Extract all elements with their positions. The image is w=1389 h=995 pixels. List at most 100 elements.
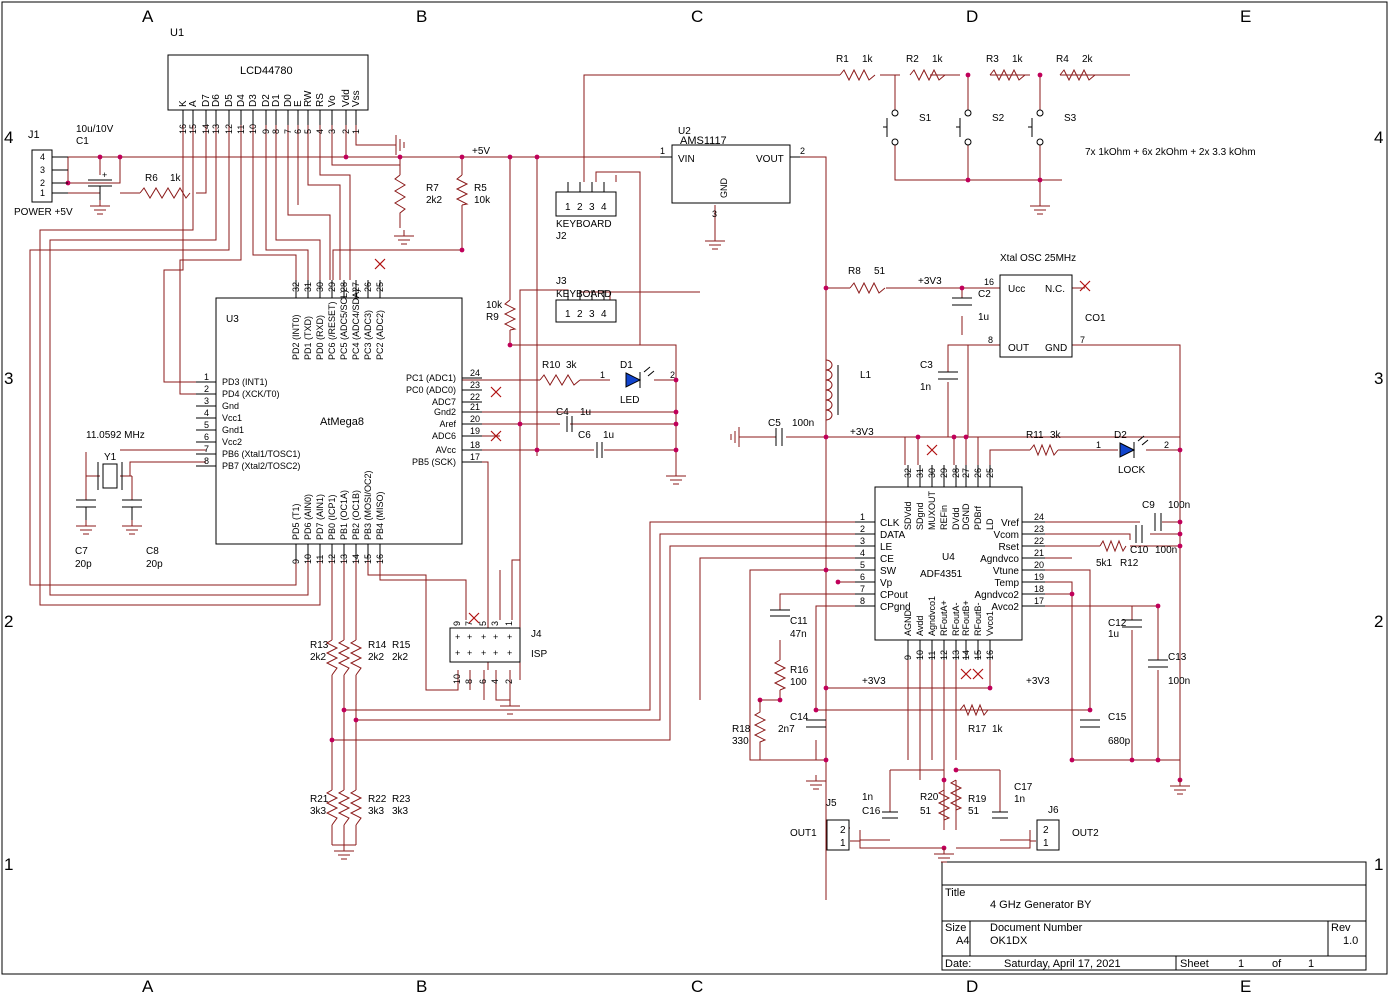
ground-icon: [934, 848, 954, 863]
resistor-r6: R6 1k: [139, 173, 191, 199]
u4-pin-number: 13: [951, 650, 961, 660]
isp-pin-marker: +: [493, 632, 498, 642]
u4-pin-number: 23: [1034, 524, 1044, 534]
junction-dot: [1037, 177, 1043, 183]
u4-pin-label: LD: [985, 518, 995, 530]
u4-name: ADF4351: [920, 569, 963, 580]
junction-dot: [963, 434, 969, 440]
inductor-l1: L1: [825, 359, 872, 421]
u4-pin-number: 1: [860, 512, 865, 522]
j1-pin-number: 4: [40, 152, 45, 162]
u4-pin-number: 29: [939, 468, 949, 478]
u4-pin-label: LE: [880, 542, 893, 553]
column-label-bottom: D: [966, 977, 978, 995]
r17-value: 1k: [992, 724, 1004, 735]
chain-resistor-ref: R3: [986, 54, 999, 65]
lcd-pin-number: 2: [341, 129, 351, 134]
regulator-u2: U2 AMS1117 VIN VOUT GND 1 2 3: [660, 126, 805, 219]
u3-pin-number: 7: [204, 444, 209, 454]
junction-dot: [673, 377, 679, 383]
u3-pin-label: Gnd2: [434, 407, 456, 417]
chain-resistor-value: 1k: [862, 54, 874, 65]
d2-p1: 1: [1096, 440, 1101, 450]
u3-pin-label: PB7 (Xtal2/TOSC2): [222, 461, 300, 471]
u4-pin-label: Vcom: [993, 530, 1019, 541]
u4-pin-number: 22: [1034, 536, 1044, 546]
divider-resistor-bottom: [337, 789, 351, 826]
u3-pin-number: 6: [204, 432, 209, 442]
ground-icon: [705, 235, 725, 250]
column-label-top: B: [416, 7, 427, 26]
u4-pin-label: CLK: [880, 518, 900, 529]
no-connect-mark: [490, 386, 502, 398]
u4-pin-label: MUXOUT: [927, 491, 937, 530]
u3-pin-label: PC0 (ADC0): [406, 385, 456, 395]
j4-pin-number: 8: [464, 679, 474, 684]
u4-pin-label: Agndvco: [980, 554, 1019, 565]
r14-ref: R14: [368, 640, 387, 651]
osc-ref: CO1: [1085, 313, 1106, 324]
loop-filter: C11 47n R16 100 R18 330 C14 2n7 R17 1k C…: [732, 609, 1190, 760]
u4-pin-number: 14: [961, 650, 971, 660]
of-label: of: [1272, 958, 1282, 970]
u3-pin-number: 15: [363, 554, 373, 564]
u3-pin-number: 20: [470, 414, 480, 424]
title-label: Title: [945, 887, 965, 899]
u3-pin-label: PD1 (TXD): [303, 316, 313, 360]
chain-resistor-value: 1k: [1012, 54, 1024, 65]
u4-pin-number: 28: [951, 468, 961, 478]
lcd-pin-label: Vo: [327, 95, 338, 107]
j4-pin-number: 3: [490, 621, 500, 626]
u3-pin-label: Vcc1: [222, 413, 242, 423]
ground-icon: [806, 775, 826, 790]
isp-pin-marker: +: [481, 648, 486, 658]
lcd-pin-label: RW: [303, 90, 314, 107]
j5-pin1: 1: [840, 838, 846, 849]
lcd-pin-label: K: [178, 100, 189, 107]
j1-pin-number: 2: [40, 178, 45, 188]
r15-value: 2k2: [392, 652, 409, 663]
j4-pin-number: 7: [464, 621, 474, 626]
c13-value: 100n: [1168, 676, 1190, 687]
u3-pin-number: 29: [327, 282, 337, 292]
u4-pin-label: Vtune: [993, 566, 1020, 577]
lcd-pin-number: 13: [211, 124, 221, 134]
c11-value: 47n: [790, 629, 807, 640]
c7-ref: C7: [75, 546, 88, 557]
r5-ref: R5: [474, 183, 487, 194]
isp-pin-marker: +: [507, 632, 512, 642]
ground-icon: [1170, 780, 1190, 795]
r19-ref: R19: [968, 794, 987, 805]
r10-value: 3k: [566, 360, 578, 371]
l1-ref: L1: [860, 370, 872, 381]
xtal-freq: 11.0592 MHz: [86, 430, 145, 441]
r9-ref: R9: [486, 312, 499, 323]
resistor-r5: R5 10k: [455, 174, 491, 206]
u3-pin-label: Aref: [439, 419, 456, 429]
c8-value: 20p: [146, 559, 163, 570]
u4-pin-number: 8: [860, 596, 865, 606]
u3-ref: U3: [226, 314, 239, 325]
r11-value: 3k: [1050, 430, 1062, 441]
c10-value: 100n: [1155, 545, 1177, 556]
u4-pin-label: DATA: [880, 530, 906, 541]
junction-dot: [1155, 603, 1161, 609]
title-value: 4 GHz Generator BY: [990, 899, 1092, 911]
row-label-left: 1: [4, 855, 13, 874]
junction-dot: [823, 567, 829, 573]
c6-value: 1u: [603, 430, 614, 441]
u4-pin-number: 17: [1034, 596, 1044, 606]
c13-ref: C13: [1168, 652, 1187, 663]
junction-dot: [777, 697, 783, 703]
u4-pin-label: Vp: [880, 578, 893, 589]
j4-pin-number: 10: [452, 674, 462, 684]
junction-dot: [823, 285, 829, 291]
r20-ref: R20: [920, 792, 939, 803]
u4-pin-number: 3: [860, 536, 865, 546]
u4-pin-label: CPout: [880, 590, 908, 601]
c8-ref: C8: [146, 546, 159, 557]
row-label-left: 2: [4, 612, 13, 631]
svg-text:+: +: [102, 170, 107, 180]
docnum-label: Document Number: [990, 922, 1083, 934]
